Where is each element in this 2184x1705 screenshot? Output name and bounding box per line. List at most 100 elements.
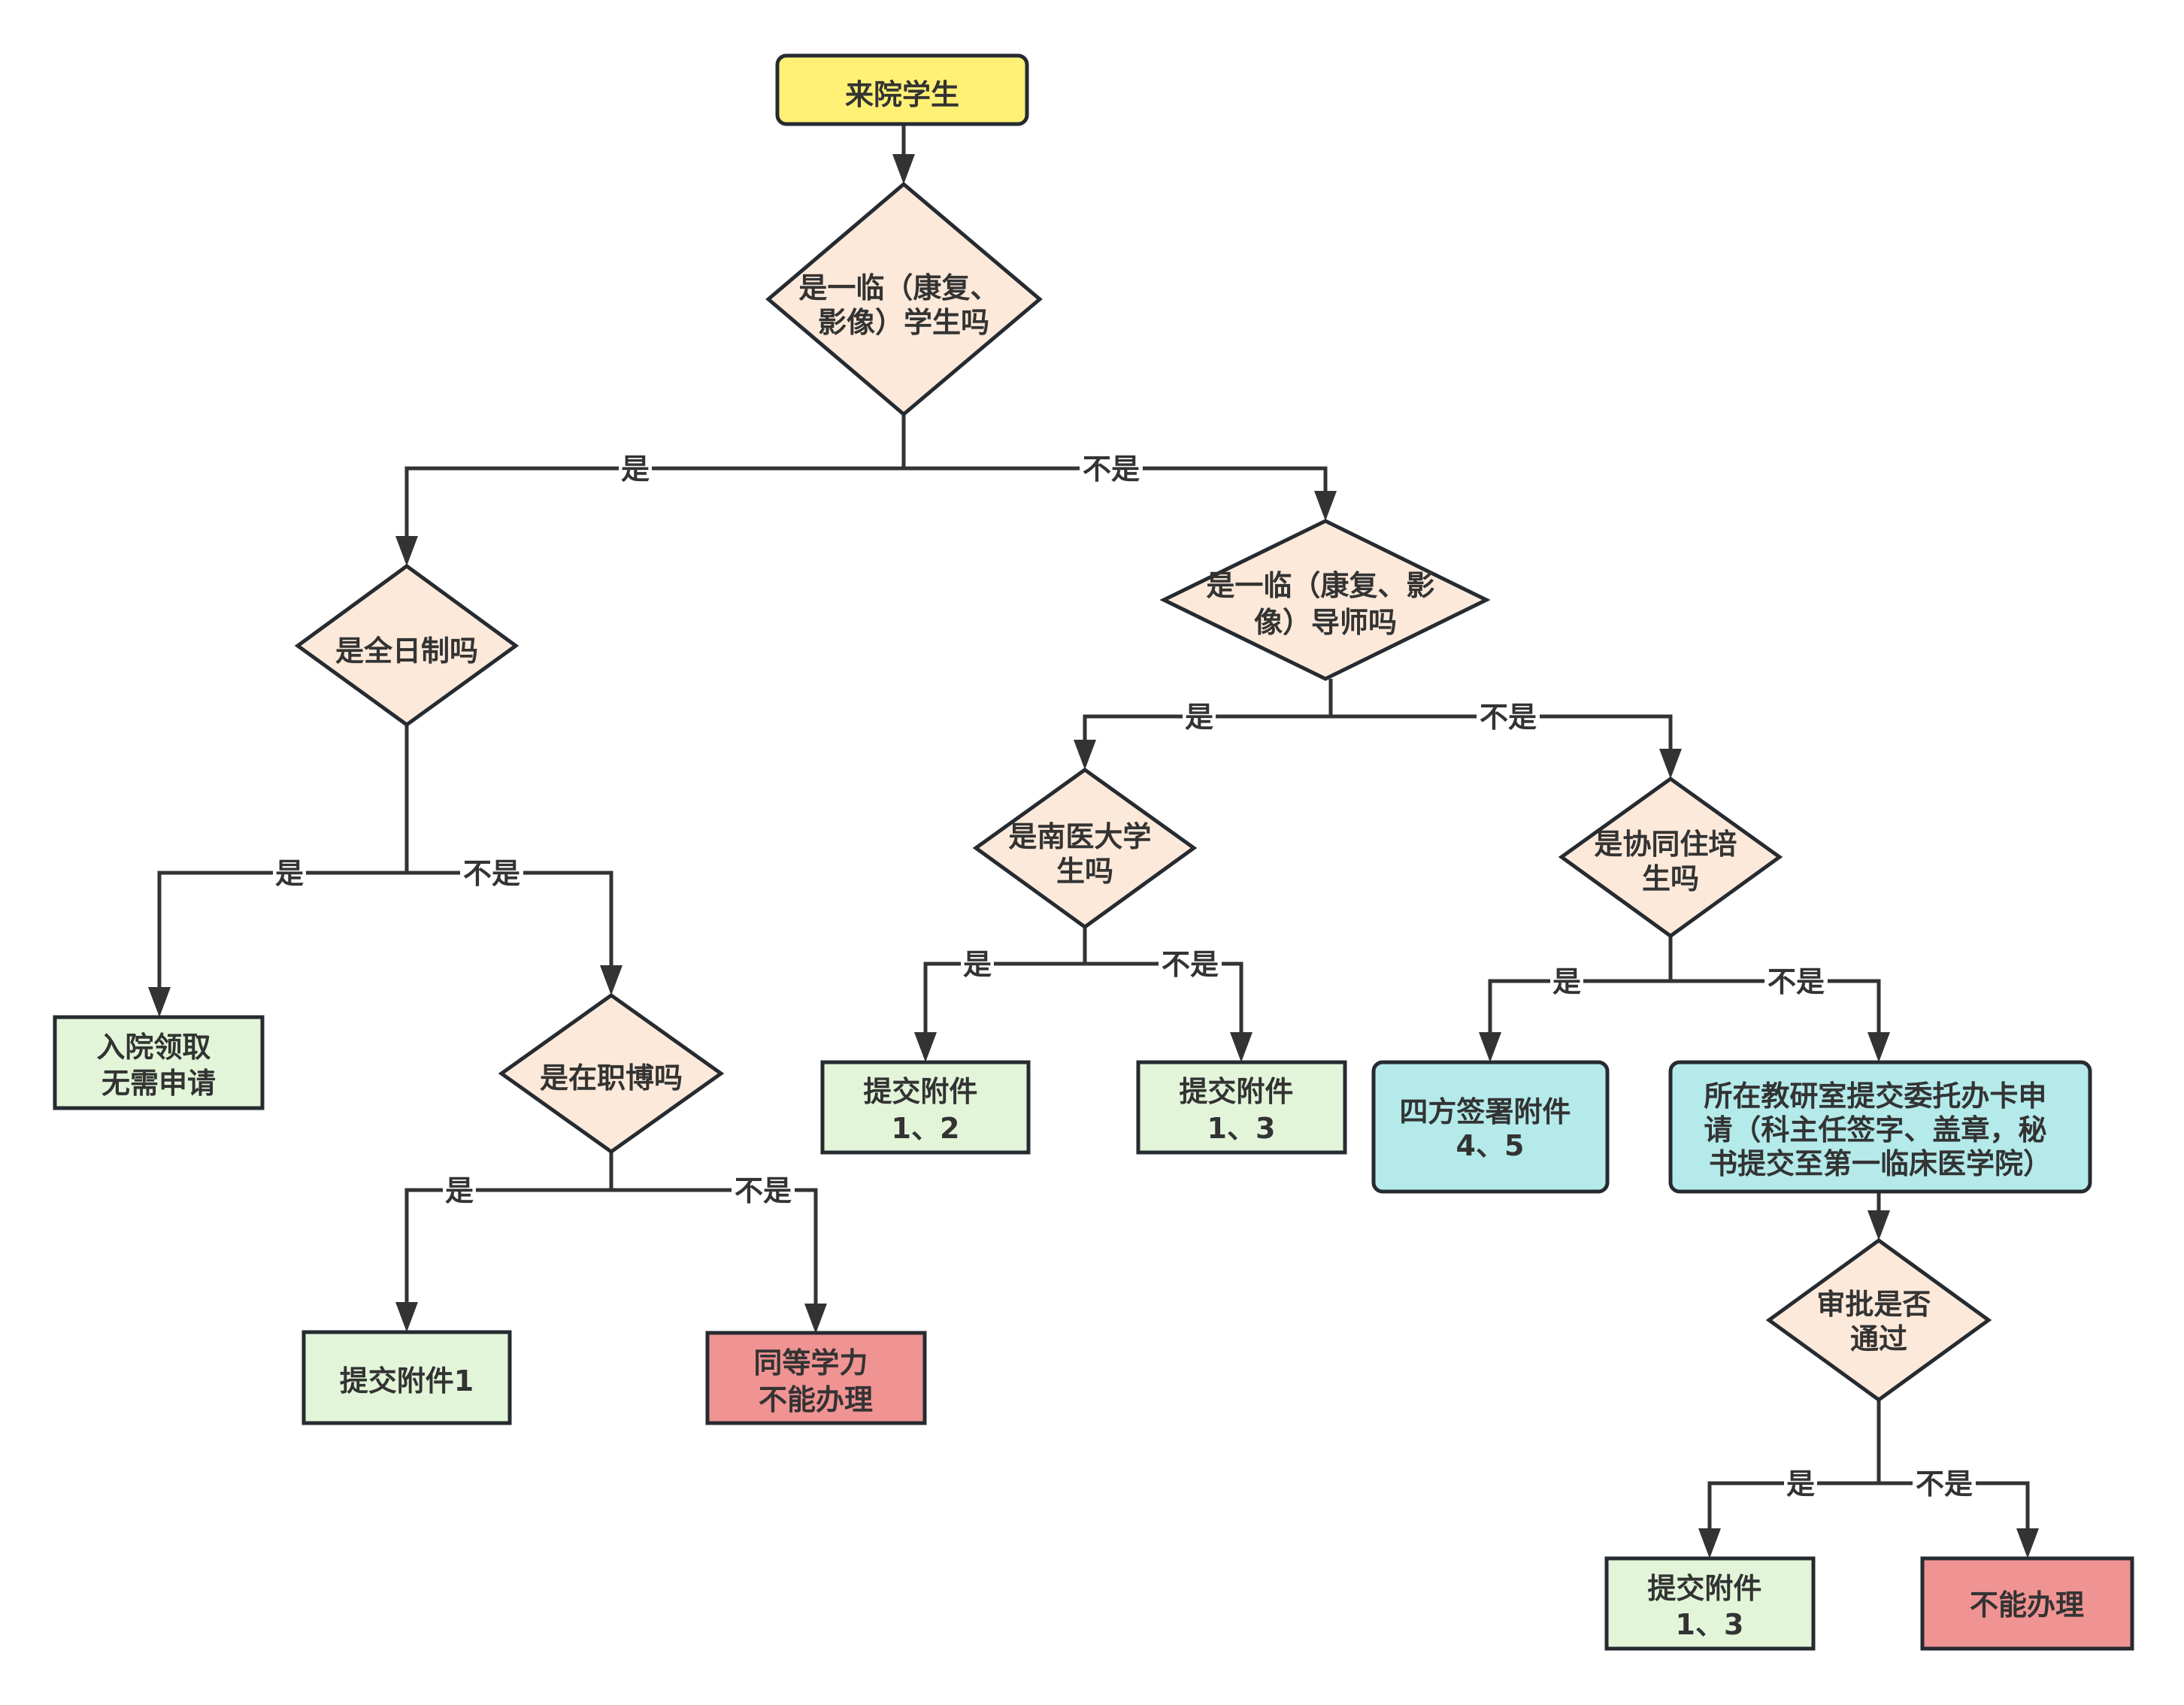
edge-label-text: 不是 — [1480, 701, 1537, 734]
decision-label: 是一临（康复、影 像）导师吗 — [1206, 569, 1444, 639]
decision-label: 是协同住培 生吗 — [1594, 828, 1746, 895]
edge-labels: 是 不是 是 不是 是 不是 是 不是 — [273, 453, 1976, 1501]
edge-q-supervisor-yes — [1074, 714, 1331, 770]
result-box — [53, 1015, 265, 1110]
edge-label-bg — [1477, 701, 1540, 732]
result-box — [301, 1330, 512, 1425]
node-start: 来院学生 — [775, 53, 1029, 126]
reject-box — [1920, 1556, 2134, 1651]
label-line: 是协同住培 — [1594, 828, 1737, 861]
edge-label-q-onjob-no: 不是 — [732, 1174, 795, 1207]
reject-equivalent: 同等学力 不能办理 — [705, 1331, 927, 1425]
edge-label-text: 是 — [275, 857, 304, 890]
reject-label: 同等学力 不能办理 — [753, 1346, 877, 1416]
result-label: 提交附件 1、2 — [863, 1075, 987, 1145]
edge-q-onjob-yes — [395, 1188, 611, 1332]
label-line: 来院学生 — [845, 78, 959, 111]
label-line: 入院领取 — [96, 1031, 211, 1064]
edge-q-collab-yes — [1479, 979, 1671, 1062]
label-line: 是全日制吗 — [335, 634, 478, 668]
edge-label-text: 是 — [621, 453, 650, 486]
edge-label-bg — [1550, 965, 1583, 997]
edge-label-text: 不是 — [463, 857, 520, 890]
decision-q-collab: 是协同住培 生吗 — [1558, 776, 1783, 939]
label-line: 提交附件 — [863, 1075, 977, 1108]
decision-diamond — [294, 563, 519, 728]
reject-cannot: 不能办理 — [1920, 1556, 2134, 1651]
edge-label-q-supervisor-no: 不是 — [1477, 701, 1540, 734]
label-line: 1、3 — [1207, 1112, 1276, 1145]
label-line: 1、3 — [1676, 1608, 1744, 1641]
decision-label: 是在职博吗 — [540, 1061, 683, 1095]
edge-label-text: 是 — [1185, 701, 1213, 734]
edge-q-student-no — [904, 466, 1337, 521]
edge-label-q-student-no: 不是 — [1080, 453, 1143, 486]
result-attach-1: 提交附件1 — [301, 1330, 512, 1425]
process-fourparty: 四方签署附件 4、5 — [1371, 1060, 1610, 1194]
result-pickup: 入院领取 无需申请 — [53, 1015, 265, 1110]
edge-label-q-collab-no: 不是 — [1764, 965, 1828, 998]
result-label: 入院领取 无需申请 — [96, 1031, 220, 1100]
result-box — [1136, 1060, 1347, 1155]
label-line: 像）导师吗 — [1254, 606, 1397, 639]
decision-q-supervisor: 是一临（康复、影 像）导师吗 — [1159, 519, 1491, 681]
edge-label-bg — [619, 453, 652, 484]
edge-label-bg — [1159, 948, 1222, 980]
label-line: 4、5 — [1456, 1129, 1525, 1162]
result-box — [1604, 1556, 1816, 1651]
edge-label-bg — [443, 1174, 476, 1206]
edge-q-fulltime-yes — [148, 871, 407, 1017]
process-box — [1371, 1060, 1610, 1194]
label-line: 是一临（康复、 — [798, 271, 998, 304]
result-attach-1-3-middle: 提交附件 1、3 — [1136, 1060, 1347, 1155]
edge-q-nmu-yes — [914, 962, 1085, 1062]
edge-q-collab-no — [1671, 979, 1890, 1062]
decision-q-student: 是一临（康复、 影像）学生吗 — [765, 181, 1043, 417]
edge-label-q-student-yes: 是 — [619, 453, 652, 486]
decision-label: 审批是否 通过 — [1816, 1288, 1940, 1355]
edge-label-text: 是 — [963, 948, 992, 981]
result-label: 提交附件 1、3 — [1647, 1572, 1771, 1641]
edge-label-bg — [1784, 1467, 1817, 1499]
decision-q-approval: 审批是否 通过 — [1765, 1237, 1992, 1403]
result-attach-1-2: 提交附件 1、2 — [820, 1060, 1031, 1155]
label-line: 提交附件 — [1179, 1075, 1293, 1108]
result-label: 提交附件1 — [340, 1364, 474, 1398]
edge-label-q-collab-yes: 是 — [1550, 965, 1583, 998]
process-department-apply: 所在教研室提交委托办卡申 请（科主任签字、盖章，秘 书提交至第一临床医学院） — [1668, 1060, 2092, 1194]
label-line: 无需申请 — [101, 1067, 216, 1100]
process-label: 四方签署附件 4、5 — [1399, 1095, 1580, 1162]
reject-label: 不能办理 — [1970, 1588, 2084, 1622]
edge-label-bg — [1764, 965, 1828, 997]
edges — [148, 124, 2039, 1558]
edge-label-text: 不是 — [735, 1174, 792, 1207]
edge-label-bg — [1080, 453, 1143, 484]
label-line: 是一临（康复、影 — [1206, 569, 1434, 602]
label-line: 四方签署附件 — [1399, 1095, 1571, 1128]
edge-label-q-approval-no: 不是 — [1913, 1467, 1976, 1501]
edge-label-text: 不是 — [1916, 1467, 1973, 1501]
result-attach-1-3-bottom: 提交附件 1、3 — [1604, 1556, 1816, 1651]
edge-label-text: 是 — [445, 1174, 474, 1207]
label-line: 同等学力 — [753, 1346, 868, 1379]
label-line: 生吗 — [1056, 855, 1113, 888]
edge-q-onjob-no — [611, 1188, 827, 1334]
edge-label-bg — [961, 948, 994, 980]
decision-label: 是一临（康复、 影像）学生吗 — [798, 271, 1008, 339]
edge-label-bg — [1183, 701, 1216, 732]
edge-label-q-nmu-no: 不是 — [1159, 948, 1222, 981]
label-line: 请（科主任签字、盖章，秘 — [1704, 1113, 2046, 1146]
label-line: 不能办理 — [759, 1383, 873, 1416]
label-line: 所在教研室提交委托办卡申 — [1704, 1080, 2046, 1113]
reject-box — [705, 1331, 927, 1425]
decision-q-onjob: 是在职博吗 — [498, 992, 725, 1155]
label-line: 是在职博吗 — [540, 1061, 683, 1095]
decision-q-nmu: 是南医大学 生吗 — [972, 767, 1198, 930]
label-line: 书提交至第一临床医学院） — [1709, 1147, 2052, 1180]
decision-diamond — [972, 767, 1198, 930]
edge-label-q-supervisor-yes: 是 — [1183, 701, 1216, 734]
result-box — [820, 1060, 1031, 1155]
edge-q-approval-yes — [1698, 1481, 1879, 1558]
label-line: 生吗 — [1642, 862, 1699, 895]
